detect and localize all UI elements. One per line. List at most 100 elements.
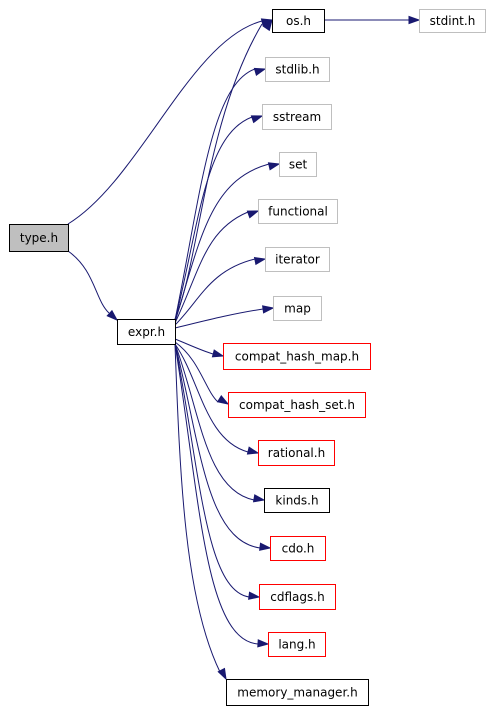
node-box[interactable] bbox=[223, 343, 371, 370]
edge-expr_h-to-stdlib_h bbox=[174, 67, 267, 321]
node-stdlib-h: stdlib.h bbox=[265, 57, 330, 82]
node-functional: functional bbox=[258, 199, 338, 224]
node-label[interactable]: compat_hash_map.h bbox=[235, 350, 359, 364]
arrowhead-icon bbox=[259, 542, 272, 551]
node-label[interactable]: memory_manager.h bbox=[237, 686, 357, 700]
node-set: set bbox=[279, 152, 317, 177]
node-label[interactable]: compat_hash_set.h bbox=[239, 398, 355, 412]
node-expr-h[interactable]: expr.h bbox=[117, 319, 176, 345]
node-label: stdlib.h bbox=[275, 63, 319, 77]
edge-type_h-to-expr_h bbox=[67, 250, 119, 322]
node-box[interactable] bbox=[272, 9, 325, 33]
node-box bbox=[265, 57, 330, 82]
edge-line bbox=[174, 163, 270, 323]
node-box[interactable] bbox=[259, 584, 336, 610]
node-memory-manager-h[interactable]: memory_manager.h bbox=[226, 679, 369, 706]
node-box[interactable] bbox=[226, 679, 369, 706]
node-label: set bbox=[289, 158, 308, 172]
arrowhead-icon bbox=[252, 494, 266, 503]
node-box bbox=[279, 152, 317, 177]
edge-expr_h-to-functional bbox=[174, 210, 260, 324]
node-box[interactable] bbox=[270, 536, 326, 561]
edge-expr_h-to-cdflags_h bbox=[174, 343, 261, 600]
edge-type_h-to-os_h bbox=[67, 18, 274, 225]
edge-line bbox=[174, 116, 253, 322]
node-sstream: sstream bbox=[262, 104, 332, 130]
arrowhead-icon bbox=[257, 639, 270, 648]
node-box[interactable] bbox=[117, 319, 176, 345]
node-box[interactable] bbox=[268, 632, 326, 657]
node-label: sstream bbox=[273, 110, 321, 124]
arrowhead-icon bbox=[267, 162, 281, 171]
node-type-h: type.h bbox=[9, 224, 69, 252]
edge-os_h-to-stdint_h bbox=[324, 15, 421, 25]
edge-line bbox=[174, 343, 261, 549]
arrowhead-icon bbox=[253, 67, 267, 76]
node-label: functional bbox=[268, 205, 328, 219]
edge-line bbox=[67, 20, 263, 225]
edge-line bbox=[174, 308, 264, 329]
arrowhead-icon bbox=[246, 446, 260, 455]
edge-expr_h-to-compat_hash_map_h bbox=[174, 338, 225, 358]
edge-line bbox=[174, 211, 249, 324]
node-box bbox=[265, 247, 330, 272]
node-box bbox=[9, 224, 69, 252]
node-label: type.h bbox=[20, 231, 58, 245]
edge-line bbox=[174, 68, 256, 321]
node-rational-h[interactable]: rational.h bbox=[258, 440, 335, 466]
node-label[interactable]: os.h bbox=[286, 14, 311, 28]
node-kinds-h[interactable]: kinds.h bbox=[264, 488, 330, 513]
node-cdo-h[interactable]: cdo.h bbox=[270, 536, 326, 561]
node-compat-hash-map-h[interactable]: compat_hash_map.h bbox=[223, 343, 371, 370]
edge-line bbox=[174, 258, 256, 326]
edge-line bbox=[67, 250, 110, 314]
arrowhead-icon bbox=[211, 349, 225, 358]
edge-line bbox=[174, 343, 249, 453]
edge-line bbox=[174, 343, 259, 645]
node-box bbox=[273, 296, 322, 321]
arrowhead-icon bbox=[408, 15, 421, 25]
node-box bbox=[262, 104, 332, 130]
edge-expr_h-to-lang_h bbox=[174, 343, 270, 648]
arrowhead-icon bbox=[246, 210, 260, 219]
arrowhead-icon bbox=[262, 18, 273, 32]
edge-line bbox=[174, 341, 219, 403]
arrowhead-icon bbox=[248, 591, 261, 600]
node-cdflags-h[interactable]: cdflags.h bbox=[259, 584, 336, 610]
node-os-h[interactable]: os.h bbox=[272, 9, 325, 33]
edge-expr_h-to-map bbox=[174, 305, 275, 329]
edge-expr_h-to-compat_hash_set_h bbox=[174, 341, 230, 405]
edges-layer bbox=[67, 15, 421, 681]
node-stdint-h: stdint.h bbox=[419, 9, 486, 33]
node-compat-hash-set-h[interactable]: compat_hash_set.h bbox=[228, 392, 366, 418]
nodes-layer: type.h os.h stdint.h stdlib.h sstream set func… bbox=[9, 9, 486, 706]
node-label[interactable]: lang.h bbox=[278, 638, 315, 652]
node-label[interactable]: rational.h bbox=[268, 446, 325, 460]
node-box[interactable] bbox=[228, 392, 366, 418]
node-map: map bbox=[273, 296, 322, 321]
edge-expr_h-to-kinds_h bbox=[174, 343, 266, 503]
node-box bbox=[419, 9, 486, 33]
arrowhead-icon bbox=[106, 309, 119, 322]
node-box bbox=[258, 199, 338, 224]
node-label[interactable]: expr.h bbox=[128, 325, 165, 339]
edge-line bbox=[174, 338, 214, 355]
arrowhead-icon bbox=[250, 115, 264, 124]
edge-line bbox=[174, 23, 263, 320]
node-label[interactable]: kinds.h bbox=[275, 494, 318, 508]
node-lang-h[interactable]: lang.h bbox=[268, 632, 326, 657]
arrowhead-icon bbox=[262, 305, 275, 314]
edge-expr_h-to-memory_manager_h bbox=[174, 343, 227, 681]
edge-line bbox=[174, 343, 250, 598]
edge-expr_h-to-sstream bbox=[174, 115, 264, 322]
node-label: stdint.h bbox=[430, 14, 476, 28]
node-label[interactable]: cdo.h bbox=[282, 542, 315, 556]
edge-line bbox=[174, 343, 255, 501]
edge-expr_h-to-rational_h bbox=[174, 343, 260, 455]
arrowhead-icon bbox=[253, 256, 267, 266]
node-box[interactable] bbox=[264, 488, 330, 513]
node-label: map bbox=[284, 302, 311, 316]
node-box[interactable] bbox=[258, 440, 335, 466]
node-label[interactable]: cdflags.h bbox=[270, 590, 324, 604]
